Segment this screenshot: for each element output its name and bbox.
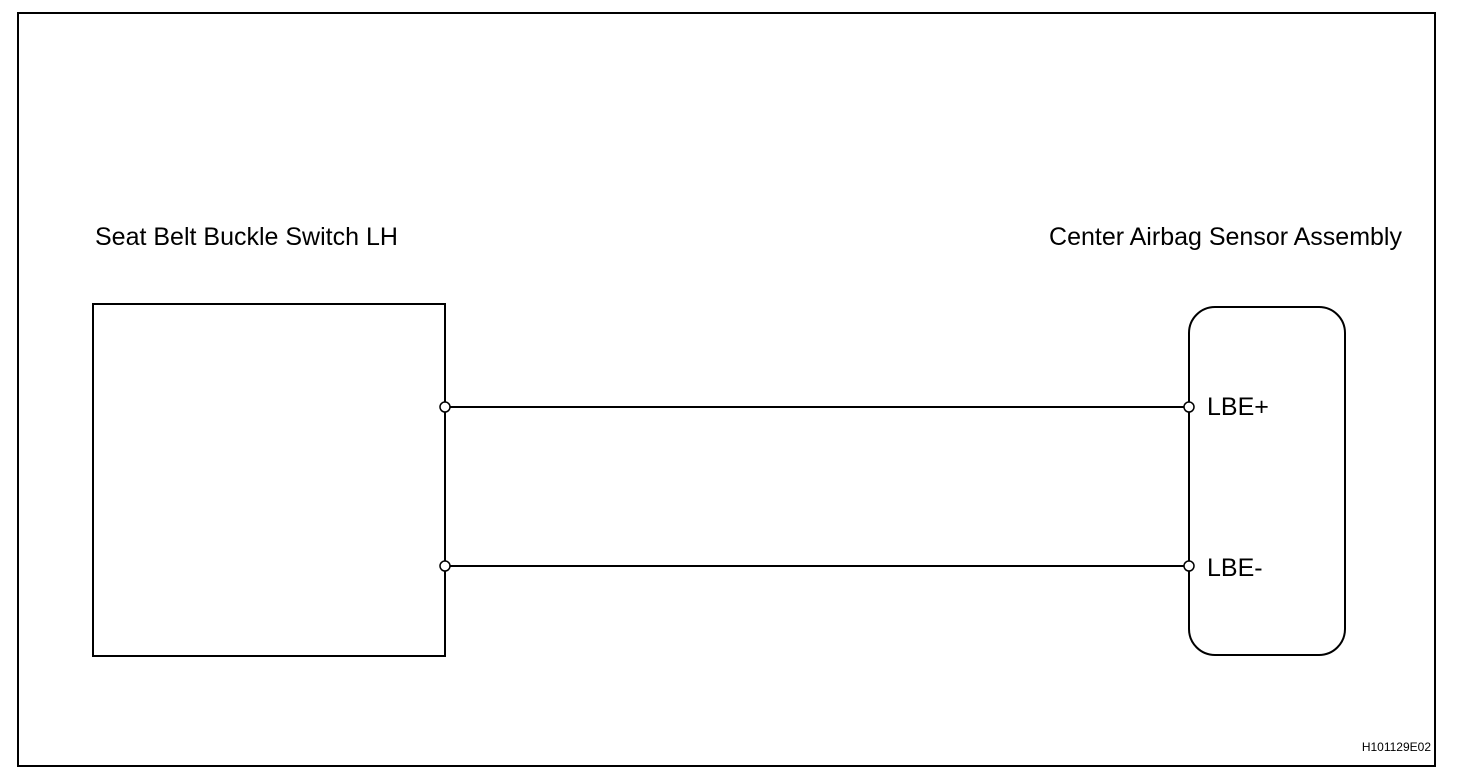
terminal-lbe-minus [1183,560,1195,572]
terminal-switch-lower [439,560,451,572]
seat-belt-buckle-switch-box [92,303,446,657]
terminal-switch-upper [439,401,451,413]
seat-belt-buckle-switch-label: Seat Belt Buckle Switch LH [95,223,398,251]
center-airbag-sensor-box [1188,306,1346,656]
diagram-frame [17,12,1436,767]
terminal-lbe-plus [1183,401,1195,413]
pin-label-lbe-minus: LBE- [1207,554,1263,582]
center-airbag-sensor-label: Center Airbag Sensor Assembly [1049,223,1402,251]
pin-label-lbe-plus: LBE+ [1207,393,1269,421]
figure-code: H101129E02 [1361,740,1431,754]
